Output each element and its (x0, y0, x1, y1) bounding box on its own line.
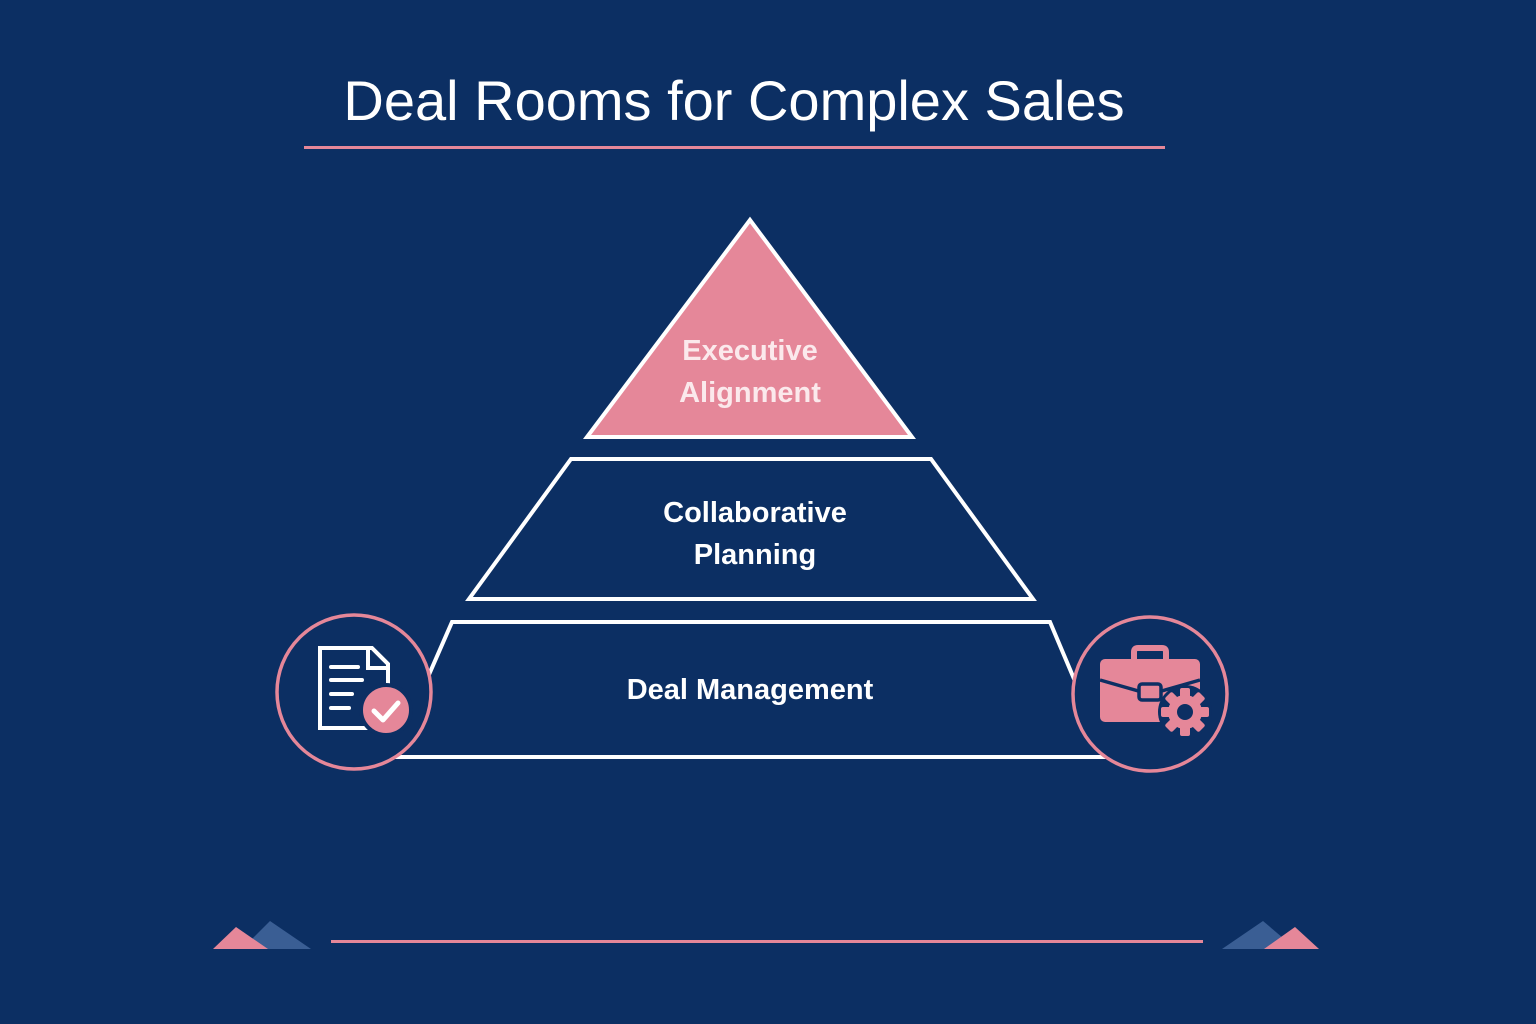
footer-mountains-right-icon (1222, 921, 1319, 949)
briefcase-gear-icon (1071, 615, 1229, 773)
pyramid-label-middle: Collaborative Planning (560, 492, 950, 576)
document-check-icon (275, 613, 433, 771)
footer-mountains-left-icon (213, 921, 311, 949)
label-line: Executive (682, 335, 818, 367)
label-line: Alignment (679, 377, 821, 409)
footer-rule (331, 940, 1203, 943)
pyramid-level-top (582, 216, 916, 439)
label-line: Collaborative (663, 497, 847, 529)
title-underline (304, 146, 1165, 149)
pyramid-label-top: Executive Alignment (600, 330, 900, 414)
page-title: Deal Rooms for Complex Sales (343, 69, 1125, 132)
pyramid-level-middle (465, 457, 1037, 601)
label-line: Deal Management (626, 674, 874, 706)
pyramid-label-bottom: Deal Management (500, 669, 1000, 711)
label-line: Planning (693, 539, 817, 571)
